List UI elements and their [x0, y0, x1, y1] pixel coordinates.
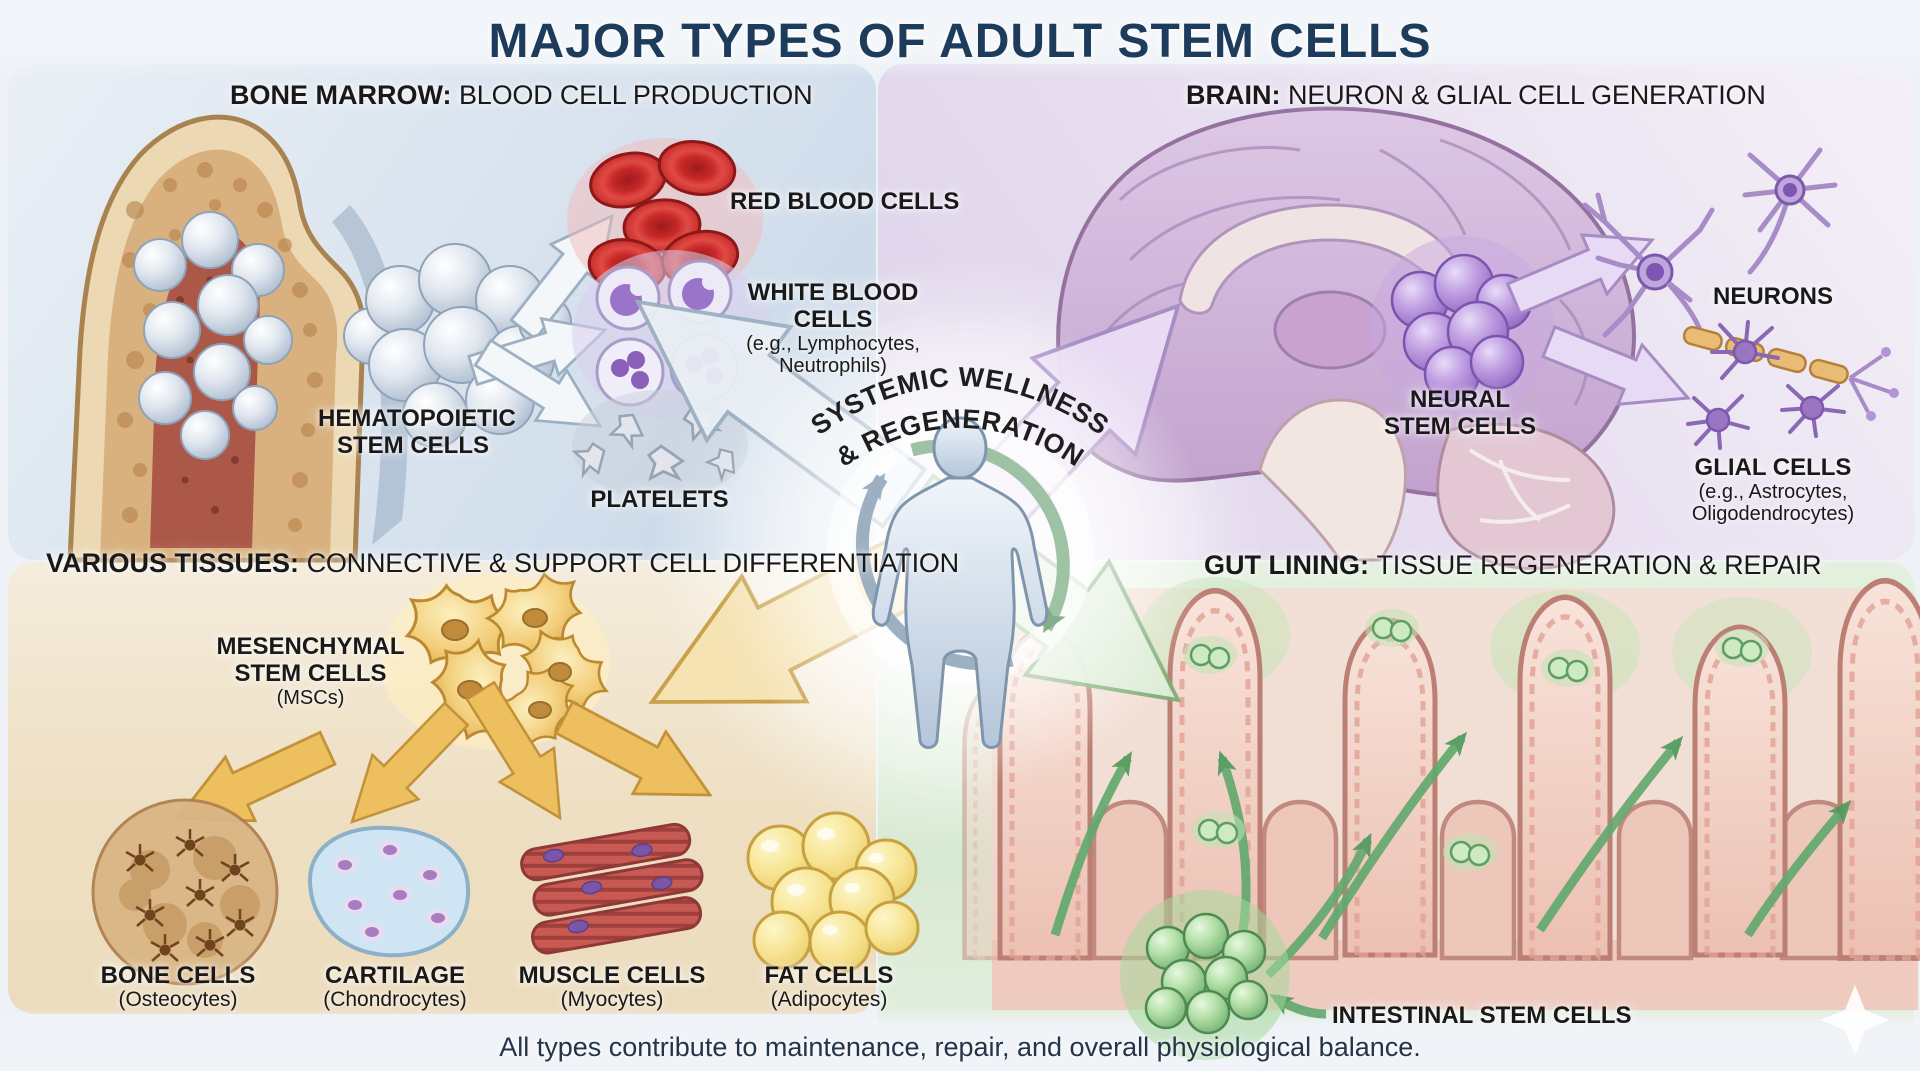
neural-stem-cells-illustration [1370, 236, 1554, 420]
white-blood-cells-label-sub: (e.g., Lymphocytes, Neutrophils) [746, 333, 920, 377]
platelets-label: PLATELETS [590, 486, 729, 513]
intestinal-stem-cells-illustration [1120, 890, 1290, 1060]
muscle-cells-illustration [520, 822, 704, 955]
cartilage-label-main: CARTILAGE [325, 962, 465, 989]
sparkle-icon [1820, 985, 1890, 1055]
footer-caption: All types contribute to maintenance, rep… [499, 1032, 1421, 1062]
neural-stem-cells-label: NEURAL STEM CELLS [1374, 386, 1546, 440]
neurons-label: NEURONS [1712, 283, 1833, 310]
glial-cells-illustration [1686, 320, 1846, 450]
brain-heading-rest: NEURON & GLIAL CELL GENERATION [1288, 80, 1766, 110]
gut-heading-rest: TISSUE REGENERATION & REPAIR [1376, 550, 1822, 580]
msc-label-line3: (MSCs) [276, 687, 345, 709]
page-title: MAJOR TYPES OF ADULT STEM CELLS [488, 15, 1432, 68]
mesenchymal-stem-cells-label: MESENCHYMAL STEM CELLS (MSCs) [208, 633, 413, 709]
brain-heading: BRAIN: NEURON & GLIAL CELL GENERATION [1186, 80, 1766, 111]
muscle-cells-label-main: MUSCLE CELLS [518, 962, 706, 989]
tissues-heading-bold: VARIOUS TISSUES: [46, 548, 300, 578]
fat-cells-label-sub: (Adipocytes) [770, 988, 888, 1011]
brain-heading-bold: BRAIN: [1186, 80, 1281, 110]
bone-marrow-heading-bold: BONE MARROW: [230, 80, 452, 110]
bone-cells-label: BONE CELLS (Osteocytes) [68, 962, 288, 1011]
bottom-fade [0, 1008, 1920, 1071]
gut-heading: GUT LINING: TISSUE REGENERATION & REPAIR [1204, 550, 1822, 581]
tissues-heading: VARIOUS TISSUES: CONNECTIVE & SUPPORT CE… [46, 548, 959, 579]
cartilage-label: CARTILAGE (Chondrocytes) [285, 962, 505, 1011]
neurons-illustration [1582, 147, 1899, 421]
hsc-label-line2: STEM CELLS [336, 432, 489, 459]
fat-cells-illustration [746, 811, 920, 974]
cartilage-label-sub: (Chondrocytes) [323, 988, 467, 1011]
top-fade [0, 0, 1920, 78]
muscle-cells-label-sub: (Myocytes) [560, 988, 664, 1011]
intestinal-stem-cells-label: INTESTINAL STEM CELLS [1332, 1002, 1632, 1029]
glial-cells-label-sub: (e.g., Astrocytes, Oligodendrocytes) [1691, 481, 1855, 525]
white-blood-cells-label-main: WHITE BLOOD CELLS [747, 279, 919, 333]
bone-cells-label-sub: (Osteocytes) [118, 988, 238, 1011]
glial-cells-label: GLIAL CELLS (e.g., Astrocytes, Oligodend… [1648, 454, 1898, 525]
hsc-label-line1: HEMATOPOIETIC [318, 405, 516, 432]
red-blood-cells-label: RED BLOOD CELLS [730, 188, 960, 215]
tissues-heading-rest: CONNECTIVE & SUPPORT CELL DIFFERENTIATIO… [306, 548, 960, 578]
gut-heading-bold: GUT LINING: [1204, 550, 1369, 580]
neural-label-line2: STEM CELLS [1383, 413, 1536, 440]
bone-marrow-heading-rest: BLOOD CELL PRODUCTION [459, 80, 813, 110]
glial-cells-label-main: GLIAL CELLS [1694, 454, 1852, 481]
bone-marrow-heading: BONE MARROW: BLOOD CELL PRODUCTION [230, 80, 813, 111]
cartilage-illustration [307, 825, 471, 958]
muscle-cells-label: MUSCLE CELLS (Myocytes) [502, 962, 722, 1011]
msc-label-line1: MESENCHYMAL [216, 633, 405, 660]
bone-cells-illustration [91, 798, 279, 986]
neural-label-line1: NEURAL [1410, 386, 1510, 413]
mesenchymal-stem-cells-illustration [380, 571, 610, 750]
hematopoietic-stem-cells-label: HEMATOPOIETIC STEM CELLS [318, 405, 516, 459]
bone-cells-label-main: BONE CELLS [100, 962, 256, 989]
white-blood-cells-label: WHITE BLOOD CELLS (e.g., Lymphocytes, Ne… [713, 279, 953, 377]
fat-cells-label: FAT CELLS (Adipocytes) [719, 962, 939, 1011]
msc-label-line2: STEM CELLS [234, 660, 387, 687]
fat-cells-label-main: FAT CELLS [764, 962, 894, 989]
